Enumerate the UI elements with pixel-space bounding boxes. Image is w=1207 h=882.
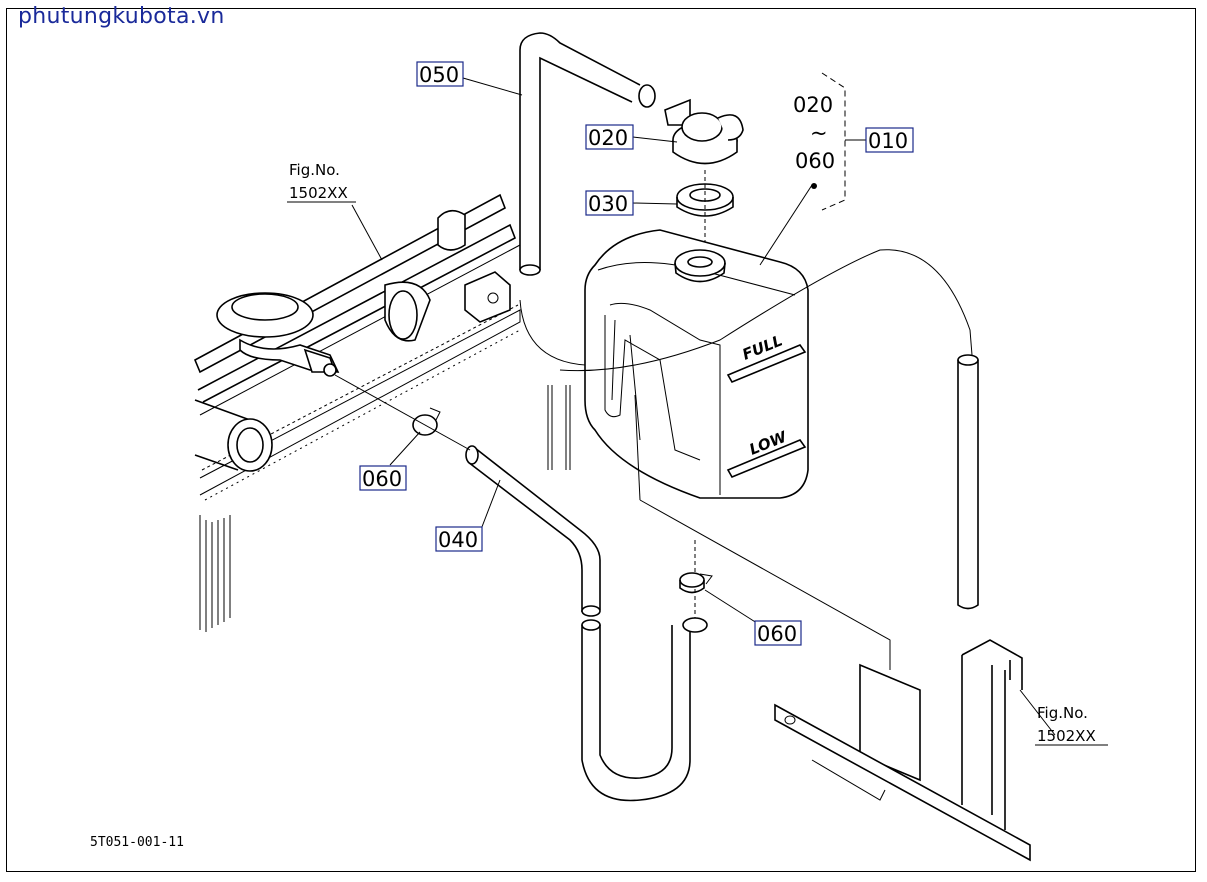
reserve-tank [547, 229, 979, 610]
hose-040 [465, 445, 708, 802]
fig-ref-right-line2: 1502XX [1037, 727, 1096, 745]
radiator-assembly [193, 193, 521, 632]
callout-040: 040 [435, 526, 483, 552]
callout-060-right: 060 [754, 620, 802, 646]
callout-010: 010 [865, 127, 914, 153]
fig-ref-right-line1: Fig.No. [1037, 704, 1088, 722]
callout-060-left: 060 [359, 465, 407, 491]
fig-ref-left-line2: 1502XX [289, 184, 348, 202]
drawing-frame [6, 8, 1196, 872]
fig-ref-left-line1: Fig.No. [289, 161, 340, 179]
callout-050-text: 050 [419, 63, 459, 87]
callout-050: 050 [416, 61, 464, 87]
clamp-060-right [679, 572, 713, 594]
callout-040-text: 040 [438, 528, 478, 552]
right-bracket [639, 499, 1056, 862]
watermark: phutungkubota.vn [18, 4, 225, 29]
range-tilde: ~ [810, 121, 828, 145]
callout-030: 030 [585, 190, 634, 216]
callout-020-text: 020 [588, 126, 628, 150]
range-bracket-010 [759, 72, 866, 266]
callout-030-text: 030 [588, 192, 628, 216]
washer-030 [676, 170, 734, 250]
range-from-label: 020 [793, 93, 833, 117]
range-to-label: 060 [795, 149, 835, 173]
hose-050 [519, 32, 656, 366]
drawing-code: 5T051-001-11 [90, 835, 184, 850]
callout-060-right-text: 060 [757, 622, 797, 646]
callout-020: 020 [585, 124, 634, 150]
callout-010-text: 010 [868, 129, 908, 153]
cap-020 [664, 98, 744, 165]
callout-060-left-text: 060 [362, 467, 402, 491]
clamp-060-left [334, 374, 471, 451]
